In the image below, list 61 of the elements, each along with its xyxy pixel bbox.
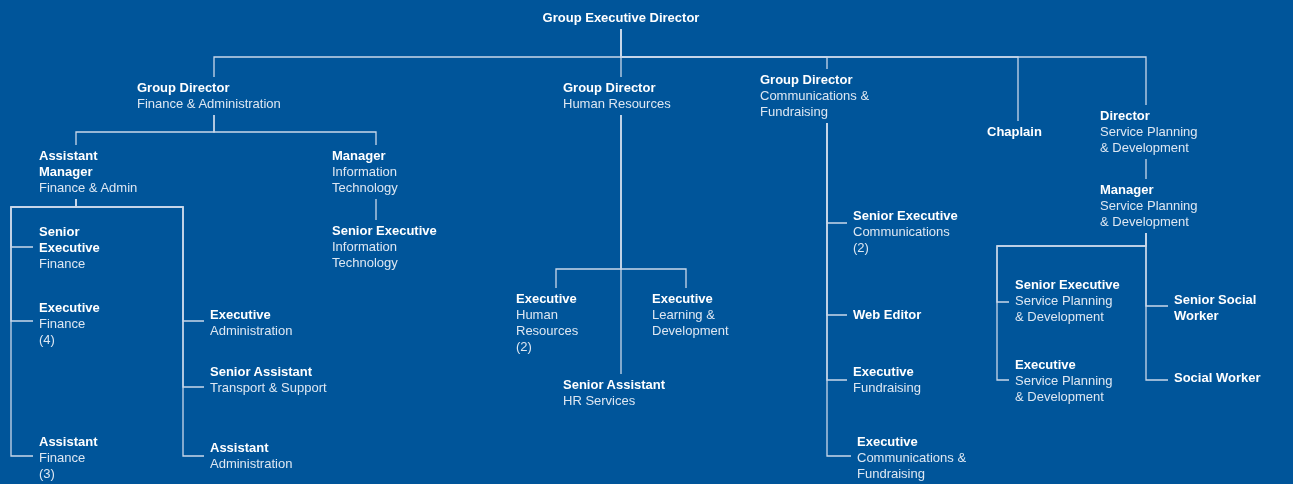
role-title: Assistant (39, 434, 99, 450)
role-title: Executive (652, 291, 714, 307)
role-title: Executive (853, 364, 915, 380)
connector-line (1145, 232, 1169, 381)
role-title: Senior Executive (853, 208, 958, 224)
department-label: HR Services (563, 393, 637, 409)
headcount-label: (2) (516, 339, 533, 355)
role-title: Group Director (760, 72, 854, 88)
headcount-label: (2) (853, 240, 870, 256)
role-title: Group Director (137, 80, 231, 96)
role-title: Executive (1015, 357, 1077, 373)
role-title: Senior Executive (332, 223, 438, 239)
role-title: Group Executive Director (541, 10, 701, 26)
role-title: Group Director (563, 80, 657, 96)
department-label: Information Technology (332, 164, 399, 196)
department-label: Service Planning & Development (1015, 293, 1114, 325)
role-title: Assistant (210, 440, 270, 456)
department-label: Information Technology (332, 239, 399, 271)
department-label: Communications (853, 224, 951, 240)
headcount-label: (4) (39, 332, 56, 348)
department-label: Service Planning & Development (1100, 198, 1199, 230)
connector-line (620, 114, 622, 375)
role-title: Manager (1100, 182, 1155, 198)
role-title: Senior Executive (1015, 277, 1121, 293)
role-title: Web Editor (853, 307, 923, 323)
role-title: Manager (332, 148, 387, 164)
department-label: Fundraising (853, 380, 922, 396)
role-title: Executive (857, 434, 919, 450)
department-label: Finance (39, 450, 87, 466)
connector-line (375, 198, 377, 221)
department-label: Human Resources (516, 307, 580, 339)
department-label: Service Planning & Development (1100, 124, 1199, 156)
role-title: Executive (210, 307, 272, 323)
department-label: Administration (210, 456, 294, 472)
role-title: Senior Executive (39, 224, 101, 256)
department-label: Communications & Fundraising (760, 88, 871, 120)
connector-line (620, 28, 1147, 106)
connector-line (75, 198, 205, 457)
department-label: Transport & Support (210, 380, 328, 396)
role-title: Assistant Manager (39, 148, 99, 180)
department-label: Finance (39, 256, 87, 272)
role-title: Director (1100, 108, 1151, 124)
department-label: Service Planning & Development (1015, 373, 1114, 405)
role-title: Executive (39, 300, 101, 316)
department-label: Finance (39, 316, 87, 332)
role-title: Senior Assistant (210, 364, 314, 380)
connector-line (1145, 158, 1147, 180)
role-title: Senior Social Worker (1174, 292, 1258, 324)
headcount-label: (3) (39, 466, 56, 482)
department-label: Finance & Administration (137, 96, 282, 112)
role-title: Social Worker (1174, 370, 1262, 386)
department-label: Learning & Development (652, 307, 730, 339)
role-title: Chaplain (987, 124, 1043, 140)
role-title: Senior Assistant (563, 377, 667, 393)
department-label: Administration (210, 323, 294, 339)
role-title: Executive (516, 291, 578, 307)
department-label: Human Resources (563, 96, 672, 112)
department-label: Finance & Admin (39, 180, 139, 196)
department-label: Communications & Fundraising (857, 450, 968, 482)
connector-line (826, 122, 852, 457)
connector-line (213, 114, 377, 146)
